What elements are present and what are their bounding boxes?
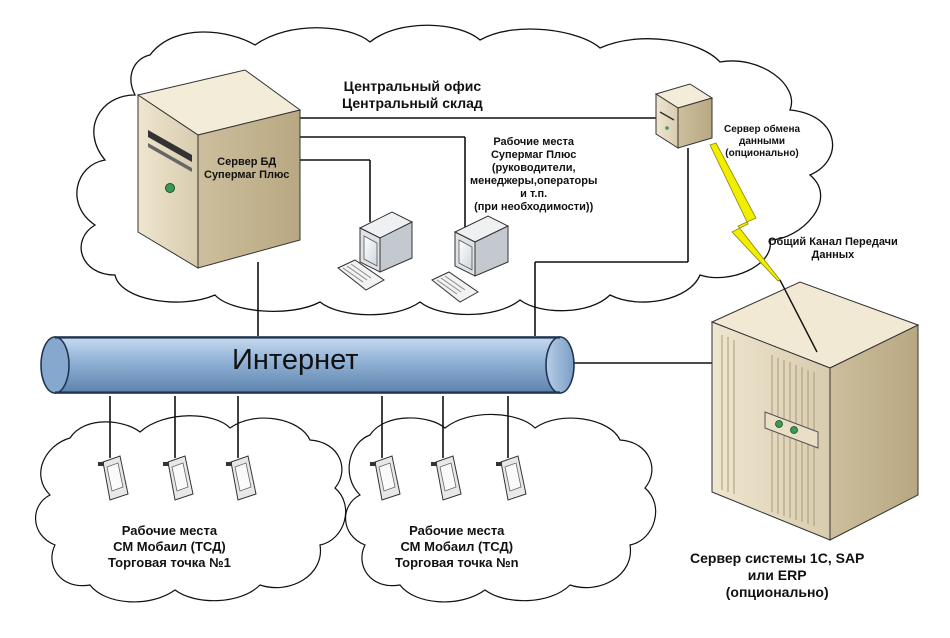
erp-server-label-line1: Сервер системы 1С, SAP [690, 550, 865, 566]
internet-pipe [40, 336, 575, 394]
erp-server-label: Сервер системы 1С, SAP или ERP (опционал… [690, 550, 864, 601]
connection-lines [109, 117, 722, 458]
handheld-terminal-icon [431, 455, 462, 501]
workstation-icon [431, 215, 510, 303]
internet-label: Интернет [232, 344, 359, 376]
storeN-label-line2: СМ Мобаил (ТСД) [400, 539, 514, 554]
workstations-label-line4: менеджеры,операторы [470, 175, 598, 187]
erp-server-label-line3: (опционально) [725, 584, 829, 600]
handheld-terminal-icon [163, 455, 194, 501]
office-label-line1: Центральный офис [343, 78, 482, 94]
workstations-label-line5: и т.п. [520, 188, 548, 200]
store1-label-line1: Рабочие места [121, 523, 218, 538]
workstations-label: Рабочие места Супермаг Плюс (руководител… [470, 136, 597, 214]
workstations-label-line1: Рабочие места [493, 136, 574, 148]
exchange-server-label-line1: Сервер обмена [724, 124, 801, 135]
channel-label-line2: Данных [811, 249, 855, 261]
channel-label-line1: Общий Канал Передачи [768, 236, 898, 248]
workstations-label-line2: Супермаг Плюс [490, 149, 577, 161]
office-label-line2: Центральный склад [342, 95, 483, 111]
workstations-label-line3: (руководители, [491, 162, 576, 174]
db-server-icon [136, 69, 302, 269]
exchange-server-icon [654, 83, 714, 149]
workstations-label-line6: (при необходимости)) [474, 201, 594, 213]
handheld-terminal-icon [98, 455, 129, 501]
db-server-label-line1: Сервер БД [217, 156, 277, 168]
handheld-terminal-icon [370, 455, 401, 501]
workstation-icon [337, 211, 414, 291]
exchange-server-label: Сервер обмена данными (опционально) [724, 124, 800, 160]
erp-server-icon [710, 281, 920, 541]
handheld-terminal-icon [226, 455, 257, 501]
storeN-label-line1: Рабочие места [409, 523, 505, 538]
exchange-server-label-line2: данными [739, 136, 786, 147]
db-server-label: Сервер БД Супермаг Плюс [204, 156, 289, 182]
handheld-terminal-icon [496, 455, 527, 501]
storeN-label: Рабочие места СМ Мобаил (ТСД) Торговая т… [395, 523, 519, 571]
channel-line [779, 279, 818, 353]
store1-label-line3: Торговая точка №1 [108, 555, 231, 570]
store1-cloud [35, 415, 347, 603]
store1-label-line2: СМ Мобаил (ТСД) [113, 539, 226, 554]
storeN-cloud [345, 413, 657, 603]
exchange-server-label-line3: (опционально) [725, 148, 799, 159]
db-server-label-line2: Супермаг Плюс [204, 169, 290, 181]
storeN-label-line3: Торговая точка №n [395, 555, 519, 570]
store1-label: Рабочие места СМ Мобаил (ТСД) Торговая т… [108, 523, 231, 571]
office-label: Центральный офис Центральный склад [342, 78, 483, 112]
erp-server-label-line2: или ERP [747, 567, 807, 583]
channel-label: Общий Канал Передачи Данных [768, 236, 898, 262]
